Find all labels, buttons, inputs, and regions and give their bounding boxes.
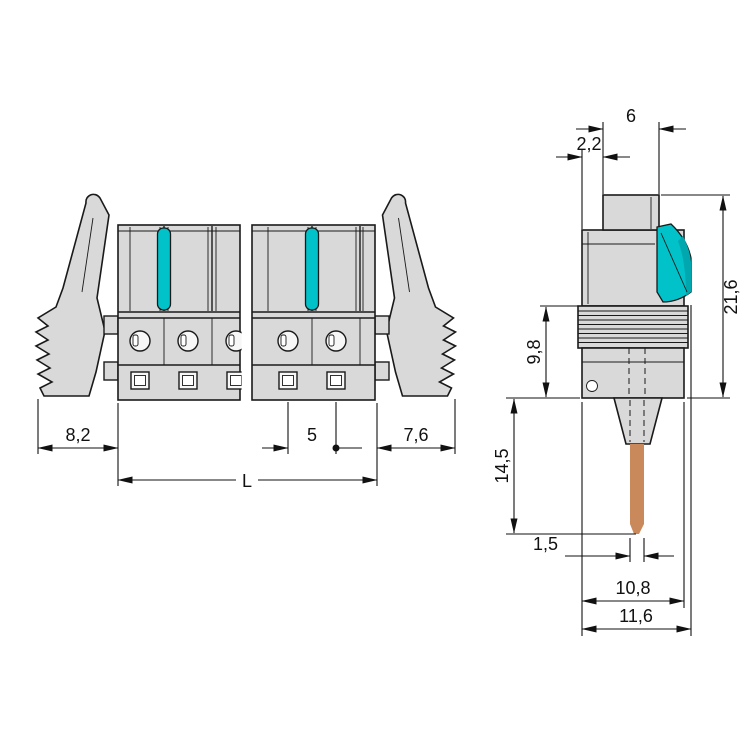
pin-boot — [612, 397, 664, 445]
contact-slot — [228, 334, 235, 347]
dim-pin-length: 14,5 — [492, 398, 636, 535]
dim-pole-pitch: 5 — [262, 402, 362, 454]
dim-label-top-width: 6 — [626, 106, 636, 126]
contact-slot — [280, 334, 287, 347]
dim-overall-height: 21,6 — [661, 194, 741, 399]
dim-label-overall-height: 21,6 — [721, 279, 741, 314]
right-lever-detail-line — [398, 217, 410, 293]
square-opening-inner — [282, 375, 294, 386]
square-opening-inner — [182, 375, 194, 386]
pitch-datum-dot — [332, 444, 340, 452]
left-locking-lever — [34, 193, 110, 397]
mount-tab — [374, 315, 390, 335]
square-opening-inner — [330, 375, 342, 386]
spring-actuator-teal-right — [304, 227, 320, 311]
dim-label-left-lever-offset: 8,2 — [65, 425, 90, 445]
contact-openings-round — [129, 330, 347, 352]
dim-pin-width: 1,5 — [533, 534, 674, 562]
dim-label-pin-width: 1,5 — [533, 534, 558, 554]
right-locking-lever — [381, 193, 458, 397]
side-housing-top-block — [602, 194, 660, 231]
square-opening-inner — [230, 375, 242, 386]
mount-tab — [103, 315, 119, 335]
spring-actuator-teal-left — [156, 227, 172, 311]
mount-tab — [374, 361, 390, 381]
dim-overall-depth: 11,6 — [581, 305, 692, 636]
lever-split-line — [660, 232, 688, 293]
dim-label-right-lever-offset: 7,6 — [403, 425, 428, 445]
right-lever-outline — [381, 193, 458, 397]
dim-top-offset: 2,2 — [556, 134, 630, 229]
dim-total-length: L — [117, 471, 378, 491]
dim-left-lever-offset: 8,2 — [37, 399, 119, 486]
lever-mounting-tabs — [103, 315, 390, 381]
dim-label-pin-length: 14,5 — [492, 448, 512, 483]
left-lever-outline — [34, 193, 110, 397]
dim-label-flange-zone-height: 9,8 — [524, 339, 544, 364]
flange-labyrinth-zone — [577, 305, 689, 349]
contact-slot — [132, 334, 139, 347]
dim-label-housing-depth: 10,8 — [615, 578, 650, 598]
housing-horizontal-edges — [118, 230, 375, 366]
dim-label-top-offset: 2,2 — [576, 134, 601, 154]
latch-detail-circle — [586, 380, 598, 392]
dim-label-overall-depth: 11,6 — [619, 606, 653, 626]
dim-housing-depth: 10,8 — [581, 402, 685, 636]
square-opening-inner — [134, 375, 146, 386]
solder-pin — [630, 444, 644, 534]
break-gap — [241, 226, 251, 399]
dim-right-lever-offset: 7,6 — [376, 399, 456, 486]
dim-label-total-length: L — [242, 471, 252, 491]
operating-lever-teal — [656, 223, 692, 303]
test-openings-square — [130, 371, 346, 390]
contact-slot — [328, 334, 335, 347]
dim-flange-zone-height: 9,8 — [506, 305, 580, 399]
left-lever-detail-line — [81, 217, 94, 293]
lever-teal-edge — [678, 236, 691, 296]
dim-label-pole-pitch: 5 — [307, 425, 317, 445]
front-view: 8,2 5 7,6 L — [34, 193, 458, 491]
mount-tab — [103, 361, 119, 381]
contact-slot — [180, 334, 187, 347]
side-view: 6 2,2 21,6 9,8 14,5 — [492, 106, 741, 636]
